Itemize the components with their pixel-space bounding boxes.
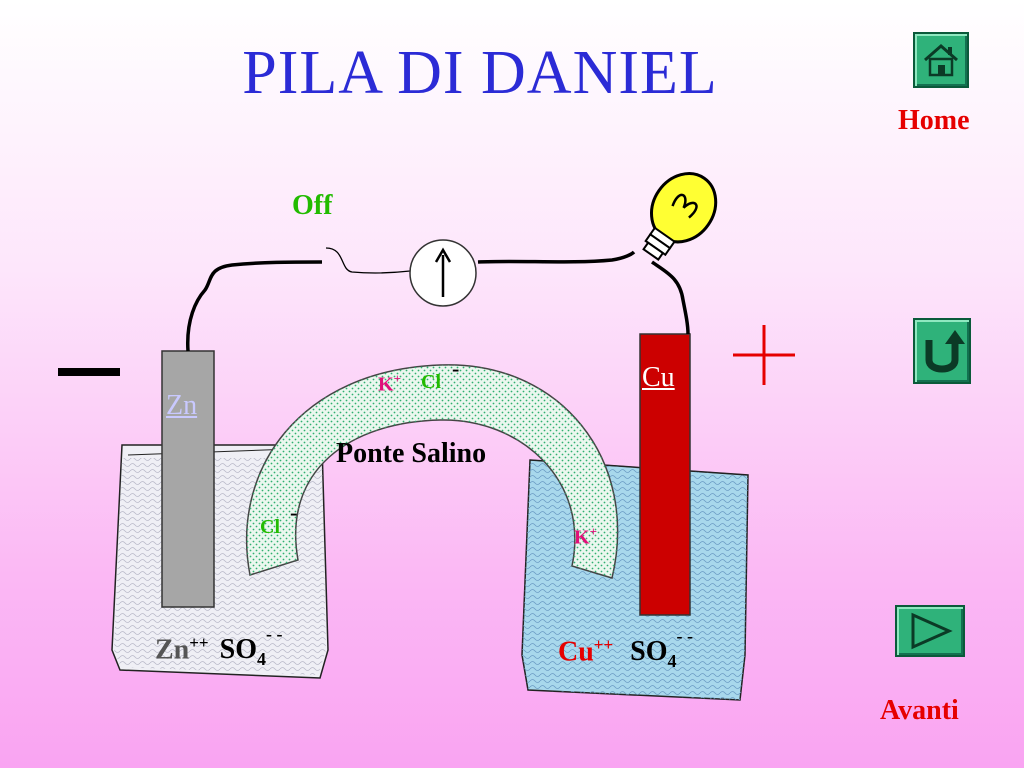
next-label[interactable]: Avanti — [880, 695, 959, 726]
ion-cl-left: Cl — [260, 516, 280, 538]
external-circuit-wire — [186, 247, 690, 352]
ion-cl-left-charge: - — [290, 500, 298, 525]
copper-sulfate-formula: Cu++ SO4- - — [558, 626, 694, 671]
galvanometer — [409, 239, 477, 307]
negative-pole-sign — [58, 368, 120, 376]
copper-electrode-label[interactable]: Cu — [642, 362, 675, 393]
slide-title: PILA DI DANIEL — [242, 39, 718, 107]
zinc-sulfate-formula: Zn++ SO4- - — [155, 624, 283, 669]
ion-k-right: K+ — [574, 524, 597, 549]
ion-cl-top: Cl — [421, 371, 441, 393]
salt-bridge-label: Ponte Salino — [336, 438, 487, 469]
switch-label: Off — [292, 190, 333, 221]
home-label[interactable]: Home — [898, 105, 970, 136]
salt-bridge — [245, 364, 619, 579]
zinc-electrode-label[interactable]: Zn — [166, 390, 198, 421]
play-arrow-icon — [911, 612, 953, 650]
ion-k-top: K+ — [378, 371, 401, 396]
light-bulb-icon — [642, 172, 718, 261]
ion-cl-top-charge: - — [452, 356, 460, 381]
positive-pole-sign — [733, 325, 795, 385]
return-arrow-icon — [925, 330, 965, 373]
next-button[interactable] — [895, 605, 965, 657]
home-icon — [924, 44, 958, 77]
zinc-electrode — [161, 350, 215, 608]
home-button[interactable] — [913, 32, 969, 88]
copper-electrode — [639, 333, 691, 616]
return-button[interactable] — [913, 318, 971, 384]
